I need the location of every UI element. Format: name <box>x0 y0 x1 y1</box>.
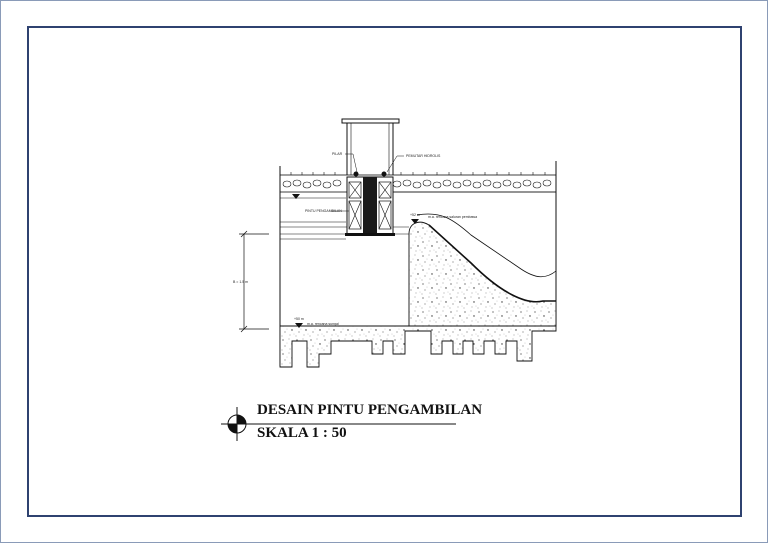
label-pemutar: PEMUTAR HIDROLIS <box>406 154 441 158</box>
glacis-edge <box>428 224 556 303</box>
gate-pillar <box>341 118 400 175</box>
label-elev-bottom: +50 m <box>294 317 304 321</box>
title-block: DESAIN PINTU PENGAMBILAN SKALA 1 : 50 <box>219 399 483 445</box>
intake-gate <box>345 171 395 236</box>
label-muka-air-banjir: m.a. rencana sungai <box>307 322 339 326</box>
section-marker-symbol <box>221 407 456 441</box>
drawing-title: DESAIN PINTU PENGAMBILAN <box>257 402 483 418</box>
label-muka-air-rencana: m.a. rencana saluran pembawa <box>428 215 478 219</box>
label-elev-top: +52 m <box>410 213 420 217</box>
floor-foundation <box>279 325 557 368</box>
label-pintu: PINTU PENGAMBILAN <box>305 209 342 213</box>
dimension-line <box>239 230 269 333</box>
leader-lines <box>331 153 404 212</box>
gravel-layer <box>279 171 557 193</box>
drawing-border <box>27 26 742 517</box>
water-level-markers <box>292 194 419 328</box>
label-dimension: B = 1.5 m <box>233 280 249 284</box>
drawing-scale: SKALA 1 : 50 <box>257 425 347 441</box>
label-pilar: PILAR <box>332 152 343 156</box>
flow-line-upper <box>416 213 557 278</box>
